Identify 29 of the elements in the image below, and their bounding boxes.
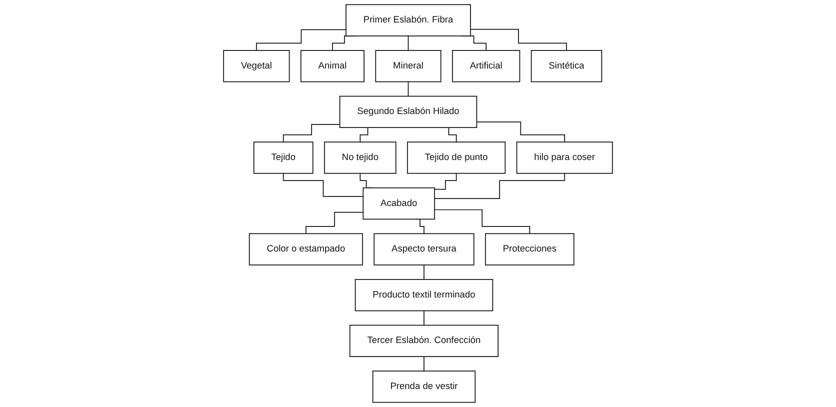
node-box: Protecciones (485, 233, 574, 266)
connector (476, 122, 566, 142)
node-box: Tejido de punto (407, 142, 506, 174)
node-box: hilo para coser (516, 142, 613, 174)
connector (408, 36, 409, 51)
node-box: Segundo Eslabón Hilado (339, 96, 478, 128)
node-box: Sintética (530, 50, 602, 82)
connector (256, 29, 346, 51)
node-box: No tejido (324, 142, 396, 174)
connector (282, 124, 340, 142)
node-box: Color o estampado (248, 233, 363, 266)
node-box: Prenda de vestir (372, 370, 476, 403)
node-box: Mineral (375, 50, 442, 82)
node-box: Producto textil terminado (354, 279, 494, 312)
node-box: Tercer Eslabón. Confección (349, 324, 499, 357)
connector (434, 172, 457, 190)
node-box: Acabado (362, 187, 435, 220)
node-box: Artificial (452, 50, 520, 82)
node-box: Vegetal (223, 50, 290, 82)
connector (282, 172, 364, 197)
node-box: Aspecto tersura (374, 233, 474, 266)
node-box: Animal (300, 50, 364, 82)
connector (408, 81, 409, 97)
connector (434, 209, 530, 234)
node-box: Tejido (253, 142, 314, 174)
node-box: Primer Eslabón. Fibra (346, 4, 471, 36)
connector (306, 212, 364, 234)
connector (434, 172, 566, 199)
connector (470, 28, 567, 51)
